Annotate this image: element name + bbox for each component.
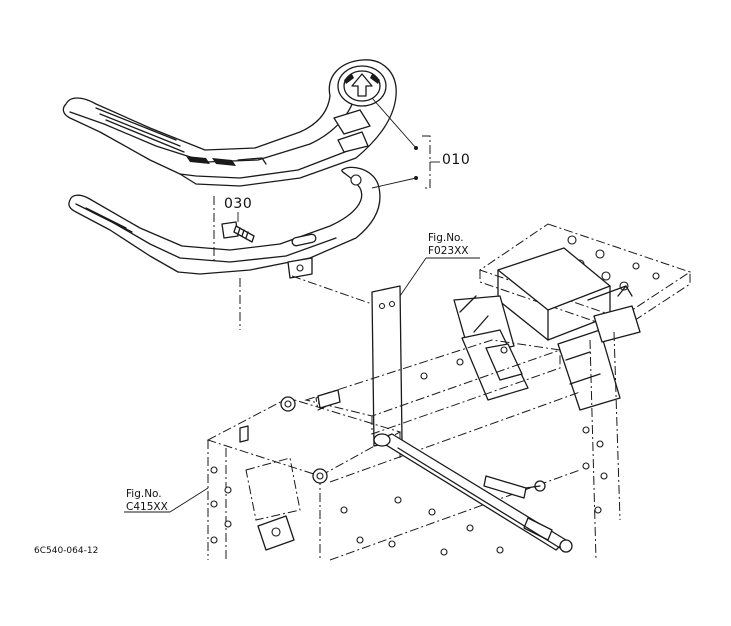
figure-ref-lower: Fig.No. C415XX [126, 488, 168, 514]
footrest-bracket-icon [68, 166, 381, 279]
footrest-pad-icon [62, 59, 397, 187]
drawing-code: 6C540-064-12 [34, 546, 99, 556]
figure-ref-lower-line2: C415XX [126, 501, 168, 513]
figure-ref-upper-line1: Fig.No. [428, 232, 464, 244]
part-callout-030: 030 [224, 196, 253, 212]
bolt-icon [221, 221, 255, 243]
figure-ref-lower-line1: Fig.No. [126, 488, 162, 500]
assembly-lines [213, 196, 373, 330]
part-callout-010: 010 [442, 152, 471, 168]
callout-lines [124, 97, 480, 513]
figure-ref-upper-line2: F023XX [428, 245, 469, 257]
frame-icon [206, 223, 692, 561]
figure-ref-upper: Fig.No. F023XX [428, 232, 468, 258]
